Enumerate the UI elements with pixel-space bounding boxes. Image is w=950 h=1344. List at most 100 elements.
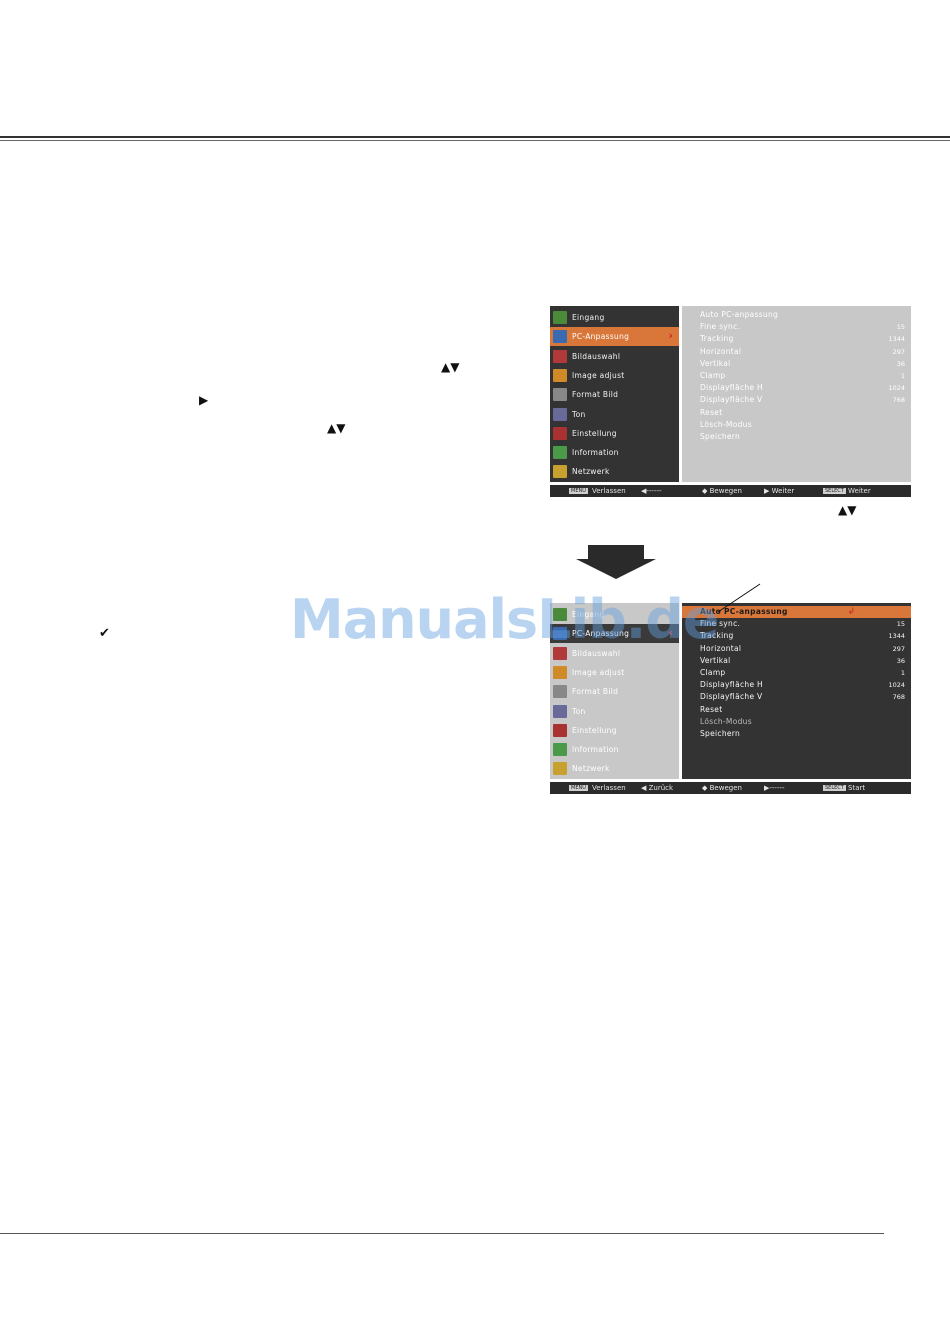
submenu-item-label: Displayfläche V [700,395,763,405]
footer-move-label: ◆ Bewegen [702,487,742,495]
menu-item-netzwerk[interactable]: Netzwerk [550,462,679,481]
menu-item-einstellung[interactable]: Einstellung [550,721,679,740]
submenu-item-value: 297 [892,347,905,356]
up-down-arrows-icon: ▲▼ [327,421,346,435]
menu-item-pc-anpassung[interactable]: PC-Anpassung ‹ [550,624,679,644]
submenu-item-label: Lösch-Modus [700,419,752,429]
submenu-item-speichern[interactable]: Speichern [682,728,911,740]
menu-item-label: Information [572,448,619,458]
submenu-item-value: 36 [896,656,905,665]
submenu-item-value: 768 [892,396,905,405]
menu-item-information[interactable]: Information [550,740,679,759]
footer-rule [0,1233,884,1234]
right-arrow-icon: ▶ [199,393,209,407]
submenu-item-tracking[interactable]: Tracking 1344 [682,630,911,642]
menu-item-einstellung[interactable]: Einstellung [550,424,679,443]
up-down-arrows-icon: ▲▼ [441,360,460,374]
submenu-item-label: Displayfläche H [700,383,763,393]
submenu-item-value: 36 [896,359,905,368]
chevron-left-icon: ‹ [668,626,673,640]
down-arrow-icon [576,545,656,579]
submenu-item-vertikal[interactable]: Vertikal 36 [682,655,911,667]
submenu-item-label: Vertikal [700,358,731,368]
submenu-item-speichern[interactable]: Speichern [682,431,911,443]
footer-select-action-label: Start [848,784,866,792]
submenu-item-displayfl-che-v[interactable]: Displayfläche V 768 [682,691,911,703]
submenu-item-label: Fine sync. [700,619,741,629]
menu-item-label: Ton [572,409,586,419]
submenu-item-value: 768 [892,693,905,702]
submenu-item-fine-sync-[interactable]: Fine sync. 15 [682,321,911,333]
setting-icon [553,723,567,737]
menu-item-label: Eingang [572,610,605,619]
submenu-item-label: Horizontal [700,346,742,356]
submenu-item-label: Vertikal [700,655,731,665]
menu-key-icon: MENU [569,785,588,791]
submenu-item-l-sch-modus[interactable]: Lösch-Modus [682,716,911,728]
submenu-item-value: 1344 [888,632,905,641]
menu-item-label: PC-Anpassung [572,629,630,639]
menu-item-netzwerk[interactable]: Netzwerk [550,759,679,778]
submenu-item-label: Reset [700,407,723,417]
menu-item-image-adjust[interactable]: Image adjust [550,366,679,385]
menu-item-bildauswahl[interactable]: Bildauswahl [550,644,679,663]
footer-exit-label: Verlassen [592,784,626,792]
menu-item-label: Netzwerk [572,764,610,774]
footer-move-label: ◆ Bewegen [702,784,742,792]
menu-item-bildauswahl[interactable]: Bildauswahl [550,347,679,366]
menu-item-eingang[interactable]: Eingang [550,605,679,624]
submenu-item-reset[interactable]: Reset [682,704,911,716]
menu-item-pc-anpassung[interactable]: PC-Anpassung› [550,327,679,347]
submenu-item-label: Speichern [700,729,741,738]
menu-item-format-bild[interactable]: Format Bild [550,682,679,701]
footer-next-label: ▶------ [764,784,785,792]
setting-icon [553,426,567,440]
menu-item-ton[interactable]: Ton [550,405,679,424]
submenu-item-reset[interactable]: Reset [682,407,911,419]
image-select-icon [553,646,567,660]
submenu-item-value: ↲ [847,607,855,617]
submenu-item-label: Lösch-Modus [700,716,752,726]
footer-back-label: ◀ Zurück [641,784,674,792]
menu-item-ton[interactable]: Ton [550,702,679,721]
submenu-item-l-sch-modus[interactable]: Lösch-Modus [682,419,911,431]
submenu-item-label: Auto PC-anpassung [700,310,779,319]
menu-item-information[interactable]: Information [550,443,679,462]
menu-item-label: Bildauswahl [572,351,621,361]
menu-item-format-bild[interactable]: Format Bild [550,385,679,404]
submenu-item-value: 1024 [888,681,905,690]
menu-item-image-adjust[interactable]: Image adjust [550,663,679,682]
footer-exit-label: Verlassen [592,487,626,495]
submenu-item-label: Speichern [700,432,741,441]
footer-back-label: ◀------ [641,487,662,495]
submenu-item-value: 15 [896,323,905,332]
submenu-item-vertikal[interactable]: Vertikal 36 [682,358,911,370]
image-adjust-icon [553,665,567,679]
submenu-item-fine-sync-[interactable]: Fine sync. 15 [682,618,911,630]
submenu-item-value: 15 [896,620,905,629]
header-rule-thin [0,140,950,141]
menu-item-label: Format Bild [572,687,619,697]
network-icon [553,465,567,479]
menu-item-eingang[interactable]: Eingang [550,308,679,327]
menu-footer-bar: MENU Verlassen ◀------ ◆ Bewegen ▶ Weite… [550,485,911,497]
submenu-item-horizontal[interactable]: Horizontal 297 [682,346,911,358]
submenu-item-label: Tracking [700,631,734,641]
submenu-item-label: Displayfläche V [700,692,763,702]
submenu-item-label: Fine sync. [700,322,741,332]
submenu-item-label: Horizontal [700,643,742,653]
submenu-item-displayfl-che-v[interactable]: Displayfläche V 768 [682,394,911,406]
menu-item-label: Bildauswahl [572,648,621,658]
submenu-item-auto-pc-anpassung[interactable]: Auto PC-anpassung [682,309,911,321]
select-key-icon: SELECT [823,488,846,494]
input-icon [553,311,567,324]
